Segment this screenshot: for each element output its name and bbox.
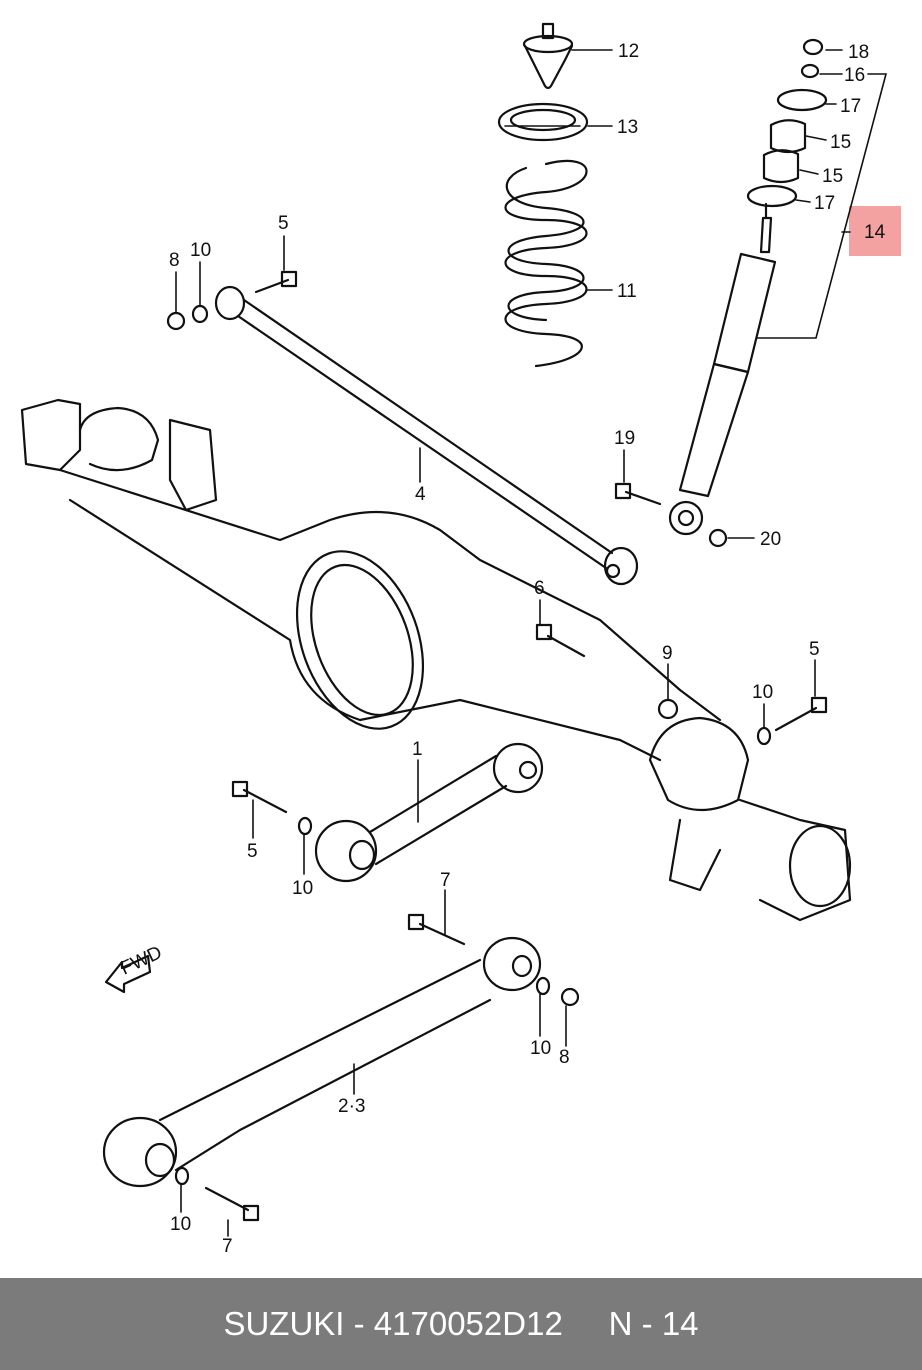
callout-5c: 5	[247, 841, 258, 862]
separator: -	[344, 1305, 374, 1342]
callout-10e: 10	[170, 1214, 191, 1235]
callout-1: 1	[412, 739, 423, 760]
callout-17b: 17	[814, 193, 835, 214]
callout-10d: 10	[530, 1038, 551, 1059]
fwd-arrow-icon: FWD	[104, 942, 165, 994]
callout-5a: 5	[278, 213, 289, 234]
shock-absorber-14	[668, 216, 777, 536]
callout-9: 9	[662, 643, 673, 664]
coil-spring-11	[504, 159, 588, 368]
callout-16: 16	[844, 65, 865, 86]
caption-bar: SUZUKI - 4170052D12 N - 14	[0, 1278, 922, 1370]
callout-15a: 15	[830, 132, 851, 153]
lateral-rod-4	[214, 285, 639, 586]
callout-13: 13	[617, 117, 638, 138]
callout-15b: 15	[822, 166, 843, 187]
upper-arm-1	[314, 742, 544, 883]
callout-10a: 10	[190, 240, 211, 261]
bump-stopper-12	[522, 22, 574, 90]
upper-mount-parts	[746, 38, 828, 208]
callout-6: 6	[534, 578, 545, 599]
leader-lines	[175, 49, 843, 1237]
callout-labels: 12 13 11 18 16 17 15 15 17 14 5 10 8 4 1…	[169, 41, 886, 1257]
callout-20: 20	[760, 529, 781, 550]
diagram-ref: N - 14	[608, 1305, 699, 1342]
callout-2-3: 2·3	[338, 1096, 365, 1117]
callout-8b: 8	[559, 1047, 570, 1068]
lower-arm-2-3	[102, 936, 542, 1188]
callout-19: 19	[614, 428, 635, 449]
brand-label: SUZUKI	[223, 1305, 345, 1342]
callout-18: 18	[848, 42, 869, 63]
callout-7b: 7	[222, 1236, 233, 1257]
highlight-part-14	[849, 206, 901, 256]
part-number: 4170052D12	[373, 1305, 563, 1342]
rear-axle-housing	[20, 398, 852, 922]
callout-5b: 5	[809, 639, 820, 660]
callout-10b: 10	[752, 682, 773, 703]
callout-12: 12	[618, 41, 639, 62]
callout-10c: 10	[292, 878, 313, 899]
fwd-arrow-label: FWD	[117, 942, 165, 979]
callout-8a: 8	[169, 250, 180, 271]
callout-7a: 7	[440, 870, 451, 891]
callout-11: 11	[617, 281, 637, 302]
callout-17a: 17	[840, 96, 861, 117]
callout-4: 4	[415, 484, 426, 505]
gap	[563, 1305, 609, 1343]
parts-diagram: FWD 12 13 11 18 16	[20, 22, 901, 1257]
callout-14: 14	[864, 222, 886, 243]
spring-seat-13	[497, 102, 589, 142]
